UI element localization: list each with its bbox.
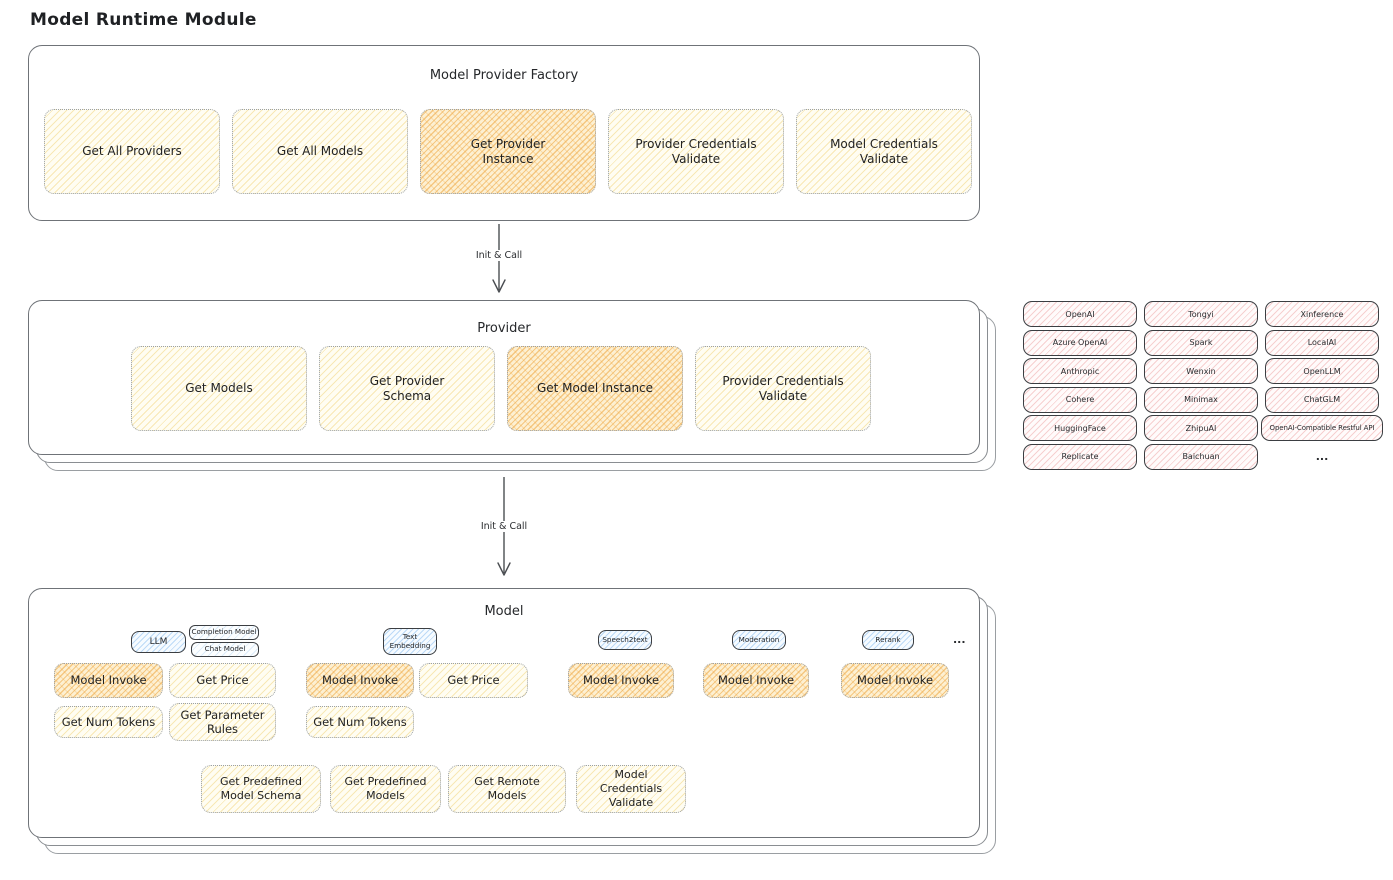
provider-item-spark: Spark — [1144, 329, 1258, 356]
get-predefined-models-box: Get Predefined Models — [330, 765, 441, 813]
provider-item-cohere: Cohere — [1023, 386, 1137, 413]
provider-list: OpenAI Tongyi Xinference Azure OpenAI Sp… — [1023, 301, 1383, 470]
tab-completion-model: Completion Model — [189, 625, 259, 640]
provider-item-azure-openai: Azure OpenAI — [1023, 329, 1137, 356]
get-all-models-box: Get All Models — [232, 109, 408, 194]
get-provider-instance-box: Get Provider Instance — [420, 109, 596, 194]
get-remote-models-box: Get Remote Models — [448, 765, 566, 813]
provider-item-huggingface: HuggingFace — [1023, 415, 1137, 441]
get-models-box: Get Models — [131, 346, 307, 431]
tab-chat-model: Chat Model — [191, 642, 259, 657]
provider-item-xinference: Xinference — [1265, 301, 1379, 327]
provider-credentials-validate-box-2: Provider Credentials Validate — [695, 346, 871, 431]
init-call-label-2: Init & Call — [477, 521, 531, 532]
provider-item-anthropic: Anthropic — [1023, 358, 1137, 384]
provider-item-tongyi: Tongyi — [1144, 301, 1258, 327]
llm-get-num-tokens-box: Get Num Tokens — [54, 706, 163, 738]
tab-moderation: Moderation — [732, 630, 786, 650]
embedding-get-price-box: Get Price — [419, 663, 528, 698]
model-credentials-validate-box-2: Model Credentials Validate — [576, 765, 686, 813]
init-call-label-1: Init & Call — [472, 250, 526, 261]
provider-item-openllm: OpenLLM — [1265, 358, 1379, 384]
provider-stack-main: Provider Get Models Get Provider Schema … — [28, 300, 980, 455]
model-provider-factory-section: Model Provider Factory Get All Providers… — [28, 45, 980, 221]
get-predefined-model-schema-box: Get Predefined Model Schema — [201, 765, 321, 813]
tab-rerank: Rerank — [862, 630, 914, 650]
provider-item-zhipuai: ZhipuAI — [1144, 415, 1258, 441]
get-all-providers-box: Get All Providers — [44, 109, 220, 194]
tab-text-embedding: Text Embedding — [383, 628, 437, 655]
llm-get-parameter-rules-box: Get Parameter Rules — [169, 703, 276, 741]
model-section: Model LLM Completion Model Chat Model Te… — [28, 588, 996, 854]
provider-item-replicate: Replicate — [1023, 443, 1137, 470]
get-model-instance-box: Get Model Instance — [507, 346, 683, 431]
speech2text-model-invoke-box: Model Invoke — [568, 663, 674, 698]
provider-item-openai-compatible: OpenAI-Compatible Restful API — [1261, 415, 1383, 441]
provider-item-wenxin: Wenxin — [1144, 358, 1258, 384]
provider-more-ellipsis: ... — [1315, 450, 1329, 463]
diagram-title: Model Runtime Module — [30, 10, 257, 30]
llm-get-price-box: Get Price — [169, 663, 276, 698]
tab-more-ellipsis: ... — [953, 633, 966, 646]
provider-item-chatglm: ChatGLM — [1265, 386, 1379, 413]
llm-model-invoke-box: Model Invoke — [54, 663, 163, 698]
model-stack-main: Model LLM Completion Model Chat Model Te… — [28, 588, 980, 838]
down-arrow-icon — [492, 224, 506, 293]
model-credentials-validate-box: Model Credentials Validate — [796, 109, 972, 194]
model-title: Model — [484, 604, 524, 619]
provider-item-minimax: Minimax — [1144, 386, 1258, 413]
embedding-model-invoke-box: Model Invoke — [306, 663, 414, 698]
provider-item-openai: OpenAI — [1023, 301, 1137, 327]
get-provider-schema-box: Get Provider Schema — [319, 346, 495, 431]
tab-llm: LLM — [131, 631, 186, 653]
rerank-model-invoke-box: Model Invoke — [841, 663, 949, 698]
provider-item-baichuan: Baichuan — [1144, 443, 1258, 470]
provider-section: Provider Get Models Get Provider Schema … — [28, 300, 996, 471]
init-call-arrow-1: Init & Call — [472, 224, 526, 298]
tab-speech2text: Speech2text — [598, 630, 652, 650]
factory-title: Model Provider Factory — [429, 68, 579, 83]
init-call-arrow-2: Init & Call — [477, 477, 531, 581]
embedding-get-num-tokens-box: Get Num Tokens — [306, 706, 414, 738]
provider-credentials-validate-box: Provider Credentials Validate — [608, 109, 784, 194]
provider-item-localai: LocalAI — [1265, 329, 1379, 356]
provider-title: Provider — [477, 321, 531, 336]
moderation-model-invoke-box: Model Invoke — [703, 663, 809, 698]
